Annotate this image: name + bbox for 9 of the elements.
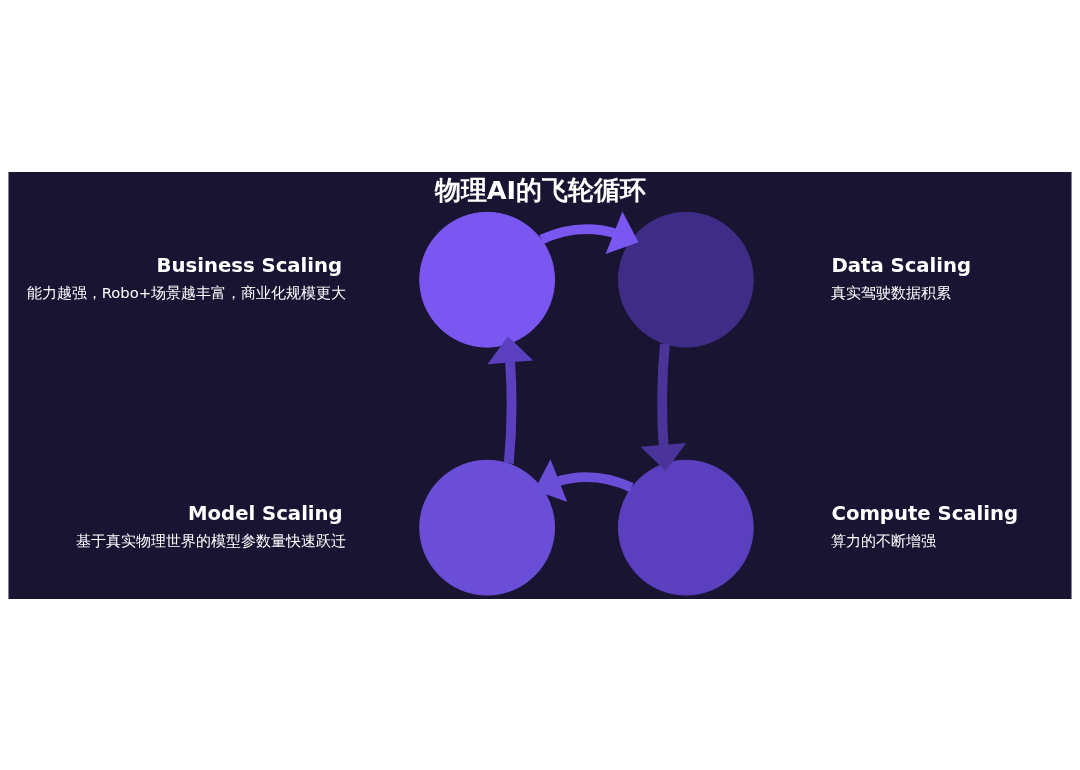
- node-label: Compute Scaling: [831, 501, 1019, 525]
- node-label: 能力越强，Robo+场景越丰富，商业化规模更大: [26, 283, 347, 301]
- node-label: 基于真实物理世界的模型参数量快速跃迁: [75, 531, 346, 549]
- node-label: 真实驾驶数据积累: [831, 283, 952, 301]
- node-label: Data Scaling: [831, 253, 972, 277]
- node-label: 算力的不断增强: [831, 531, 937, 549]
- node-label: Model Scaling: [188, 501, 343, 525]
- diagram-title: 物理AI的飞轮循环: [434, 174, 647, 205]
- node-label: Business Scaling: [156, 253, 343, 277]
